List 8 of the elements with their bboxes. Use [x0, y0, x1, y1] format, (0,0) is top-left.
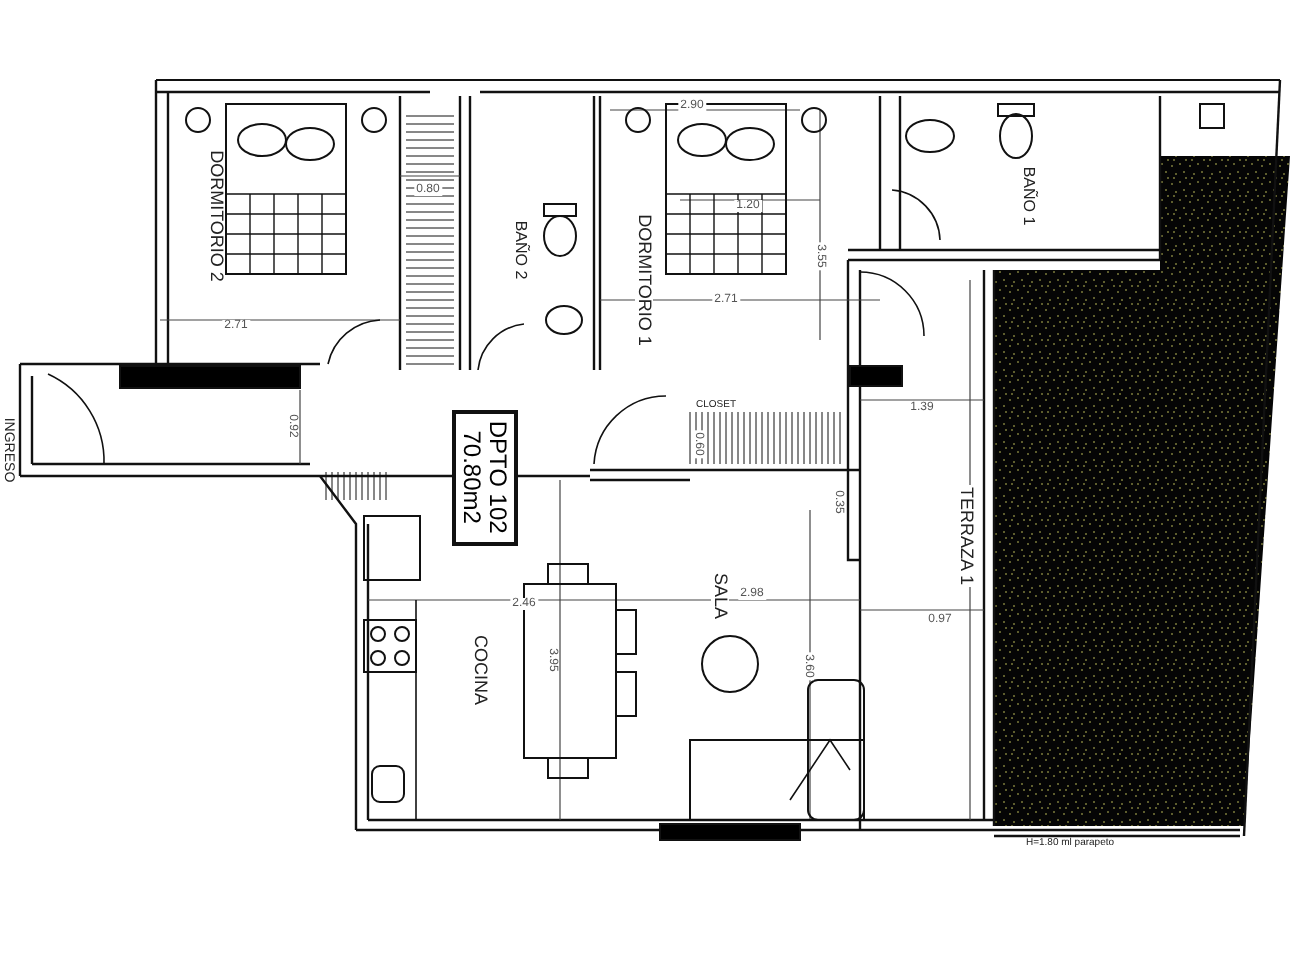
room-name: BAÑO 2 [512, 218, 528, 282]
room-name: SALA [711, 571, 729, 621]
room-name: DORMITORIO 1 [635, 212, 653, 348]
room-name: BAÑO 1 [1020, 164, 1036, 228]
room-name: COCINA [471, 633, 489, 707]
area-box: DPTO 102 70.80m2 [452, 410, 518, 546]
room-name: DORMITORIO 2 [207, 148, 225, 284]
room-name: TERRAZA 1 [957, 485, 975, 587]
